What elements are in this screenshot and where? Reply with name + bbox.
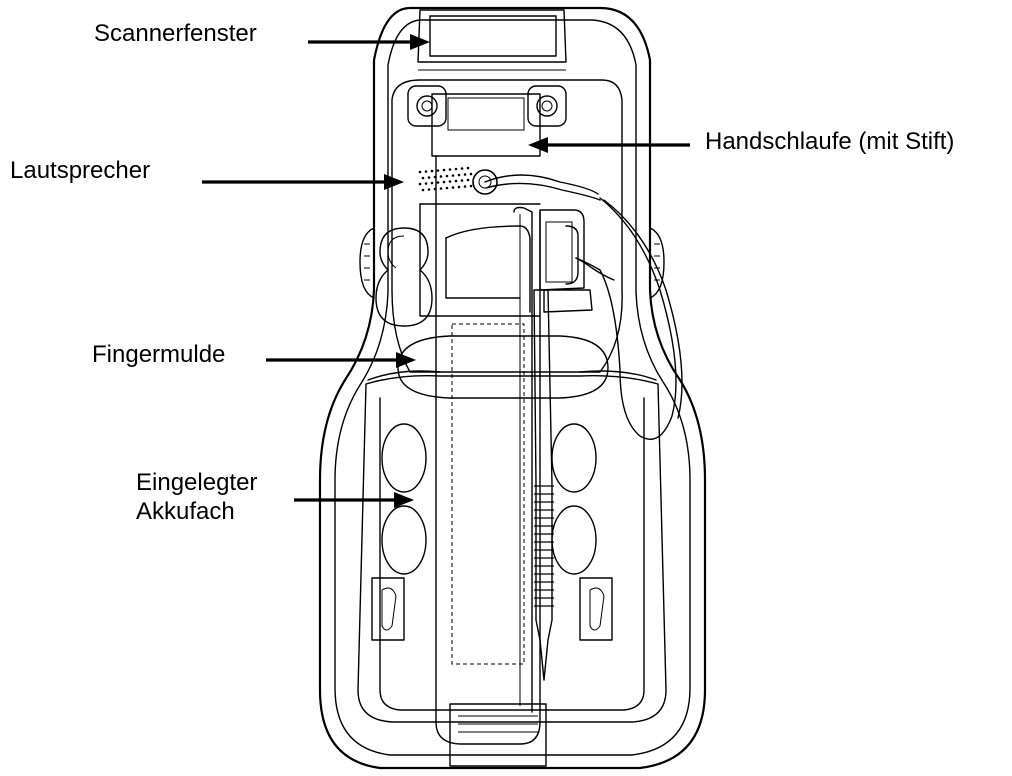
callout-scanner-window: Scannerfenster: [94, 20, 430, 50]
label-hand-strap: Handschlaufe (mit Stift): [705, 128, 954, 155]
label-battery-line1: Eingelegter: [136, 469, 257, 496]
stylus: [533, 289, 554, 681]
scanner-window: [417, 9, 567, 71]
callout-battery-compartment: Eingelegter Akkufach: [136, 469, 414, 525]
callout-hand-strap: Handschlaufe (mit Stift): [528, 128, 954, 155]
hand-strap: [419, 93, 547, 767]
label-scanner-window: Scannerfenster: [94, 20, 257, 47]
finger-recess: [367, 335, 657, 399]
callout-finger-recess: Fingermulde: [92, 341, 416, 368]
top-screws: [407, 85, 567, 127]
callout-speaker: Lautsprecher: [10, 157, 404, 190]
device-body: [318, 6, 707, 770]
stylus-holder: [539, 209, 593, 313]
speaker-grille: [418, 166, 473, 192]
label-speaker: Lautsprecher: [10, 157, 150, 184]
label-finger-recess: Fingermulde: [92, 341, 225, 368]
tether-cord: [472, 169, 683, 440]
mounting-keyhole: [375, 227, 433, 327]
battery-compartment: [357, 375, 667, 723]
label-battery-line2: Akkufach: [136, 498, 235, 525]
